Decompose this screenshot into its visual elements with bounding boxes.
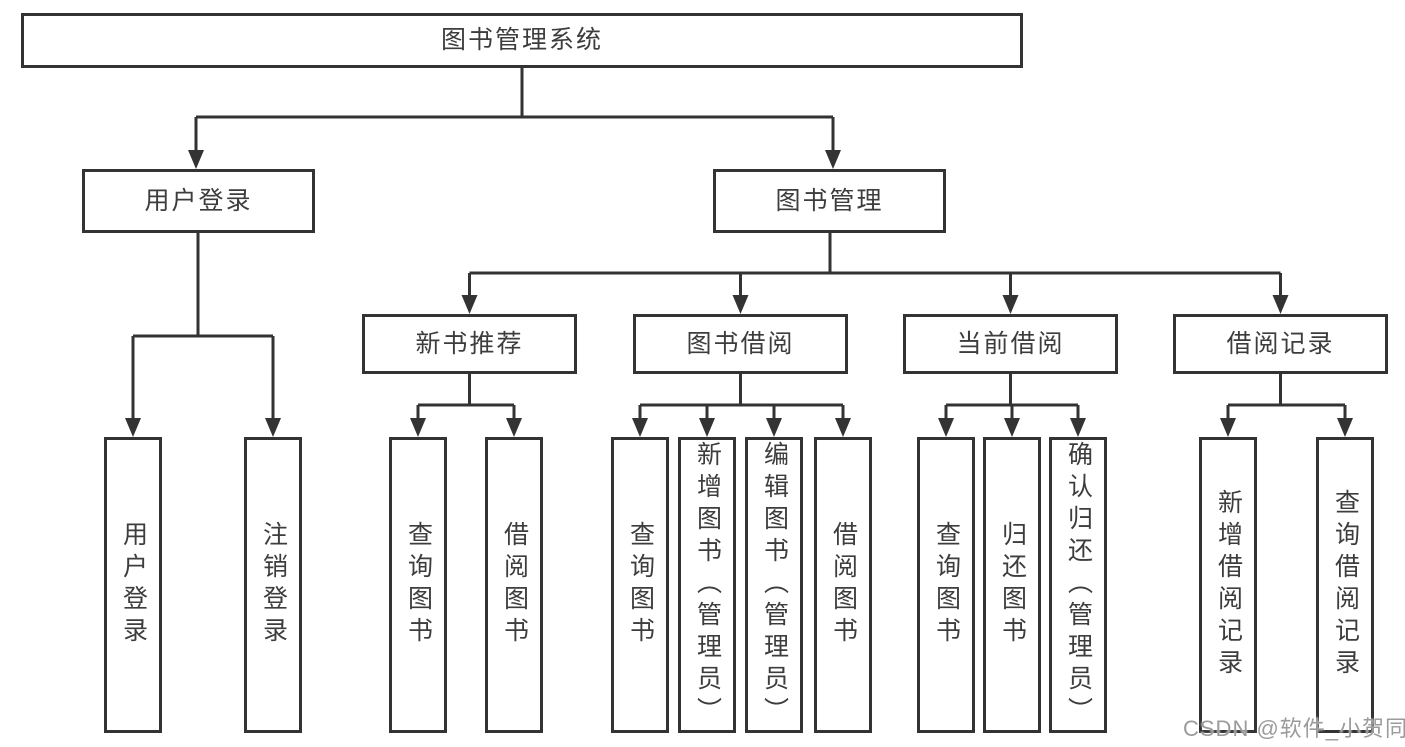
csdn-watermark: CSDN @软件_小贺同学: [1183, 716, 1405, 741]
node-book-borrow: 图书借阅: [633, 314, 848, 374]
leaf-query-books-1: 查询图书: [389, 437, 447, 733]
node-user-login: 用户登录: [82, 169, 315, 233]
leaf-query-books-3-label: 查询图书: [932, 521, 961, 649]
leaf-confirm-return-admin-label: 确认归还（管理员）: [1064, 441, 1093, 729]
leaf-query-books-2-label: 查询图书: [626, 521, 655, 649]
node-new-book-recommend: 新书推荐: [362, 314, 577, 374]
leaf-edit-books-admin: 编辑图书（管理员）: [745, 437, 803, 733]
leaf-add-books-admin: 新增图书（管理员）: [678, 437, 736, 733]
leaf-logout: 注销登录: [244, 437, 302, 733]
leaf-return-books-label: 归还图书: [998, 521, 1027, 649]
node-current-borrow: 当前借阅: [903, 314, 1118, 374]
leaf-edit-books-admin-label: 编辑图书（管理员）: [760, 441, 789, 729]
node-book-management: 图书管理: [713, 169, 946, 233]
leaf-add-borrow-record-label: 新增借阅记录: [1214, 489, 1243, 681]
leaf-borrow-books-2: 借阅图书: [814, 437, 872, 733]
node-user-login-label: 用户登录: [144, 186, 253, 215]
leaf-borrow-books-2-label: 借阅图书: [829, 521, 858, 649]
leaf-confirm-return-admin: 确认归还（管理员）: [1049, 437, 1107, 733]
leaf-return-books: 归还图书: [983, 437, 1041, 733]
leaf-borrow-books-1: 借阅图书: [485, 437, 543, 733]
node-current-borrow-label: 当前借阅: [956, 329, 1065, 358]
node-borrow-records: 借阅记录: [1173, 314, 1388, 374]
node-borrow-records-label: 借阅记录: [1226, 329, 1335, 358]
leaf-borrow-books-1-label: 借阅图书: [500, 521, 529, 649]
leaf-logout-label: 注销登录: [259, 521, 288, 649]
leaf-query-books-2: 查询图书: [611, 437, 669, 733]
leaf-user-login: 用户登录: [104, 437, 162, 733]
node-new-book-recommend-label: 新书推荐: [415, 329, 524, 358]
leaf-query-books-3: 查询图书: [917, 437, 975, 733]
node-book-borrow-label: 图书借阅: [686, 329, 795, 358]
node-book-management-label: 图书管理: [775, 186, 884, 215]
leaf-add-borrow-record: 新增借阅记录: [1199, 437, 1257, 733]
leaf-query-borrow-record: 查询借阅记录: [1316, 437, 1374, 733]
leaf-query-borrow-record-label: 查询借阅记录: [1331, 489, 1360, 681]
node-library-system: 图书管理系统: [21, 13, 1023, 68]
leaf-query-books-1-label: 查询图书: [404, 521, 433, 649]
leaf-user-login-label: 用户登录: [119, 521, 148, 649]
leaf-add-books-admin-label: 新增图书（管理员）: [693, 441, 722, 729]
node-library-system-label: 图书管理系统: [440, 26, 603, 54]
